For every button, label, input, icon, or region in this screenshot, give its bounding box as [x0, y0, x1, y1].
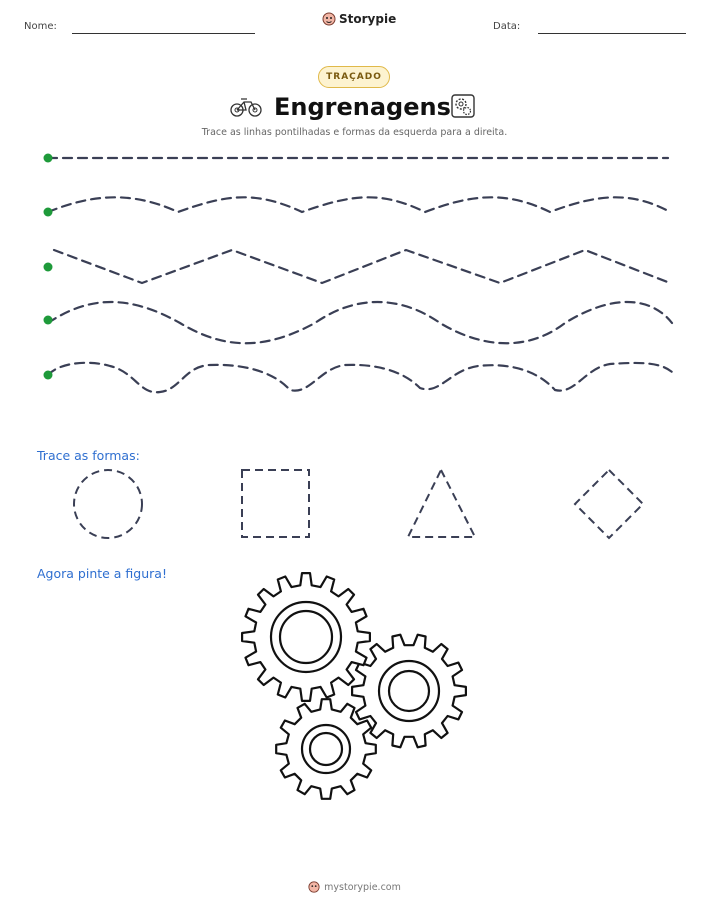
bicycle-icon	[230, 98, 262, 117]
shapes-label: Trace as formas:	[37, 448, 140, 463]
trace-line-zigzag	[52, 248, 672, 285]
trace-square	[241, 469, 310, 538]
trace-triangle	[406, 467, 477, 538]
date-line[interactable]	[538, 33, 686, 34]
start-dot	[43, 207, 53, 217]
coloring-label: Agora pinte a figura!	[37, 566, 167, 581]
brand-name: Storypie	[339, 12, 397, 26]
trace-diamond	[573, 468, 645, 540]
shape-tracing[interactable]	[0, 460, 709, 550]
gear-large-ring-2	[278, 609, 334, 665]
gear-right-ring-2	[387, 669, 431, 713]
gear-right[interactable]	[351, 633, 467, 749]
brand-logo: Storypie	[322, 12, 396, 26]
trace-line-wave	[46, 196, 672, 214]
start-dot	[43, 262, 53, 272]
start-dot	[43, 315, 53, 325]
storypie-logo-icon	[308, 881, 320, 893]
name-line[interactable]	[72, 33, 255, 34]
date-label: Data:	[493, 21, 521, 32]
instructions: Trace as linhas pontilhadas e formas da …	[201, 127, 508, 138]
footer-url: mystorypie.com	[324, 881, 401, 893]
footer: mystorypie.com	[0, 881, 709, 893]
start-dot	[43, 153, 53, 163]
name-label: Nome:	[24, 21, 57, 32]
page-title: Engrenagens	[274, 93, 451, 121]
category-badge: TRAÇADO	[318, 66, 390, 88]
gear-small-ring-2	[308, 731, 344, 767]
gear-small[interactable]	[275, 698, 377, 800]
gear-box-icon	[451, 94, 475, 118]
start-dot	[43, 370, 53, 380]
tracing-lines[interactable]	[0, 0, 709, 420]
trace-line-bumps	[46, 361, 674, 394]
trace-line-curve	[46, 300, 674, 345]
storypie-logo-icon	[322, 12, 336, 26]
trace-circle	[73, 469, 143, 539]
gear-large[interactable]	[241, 572, 371, 702]
